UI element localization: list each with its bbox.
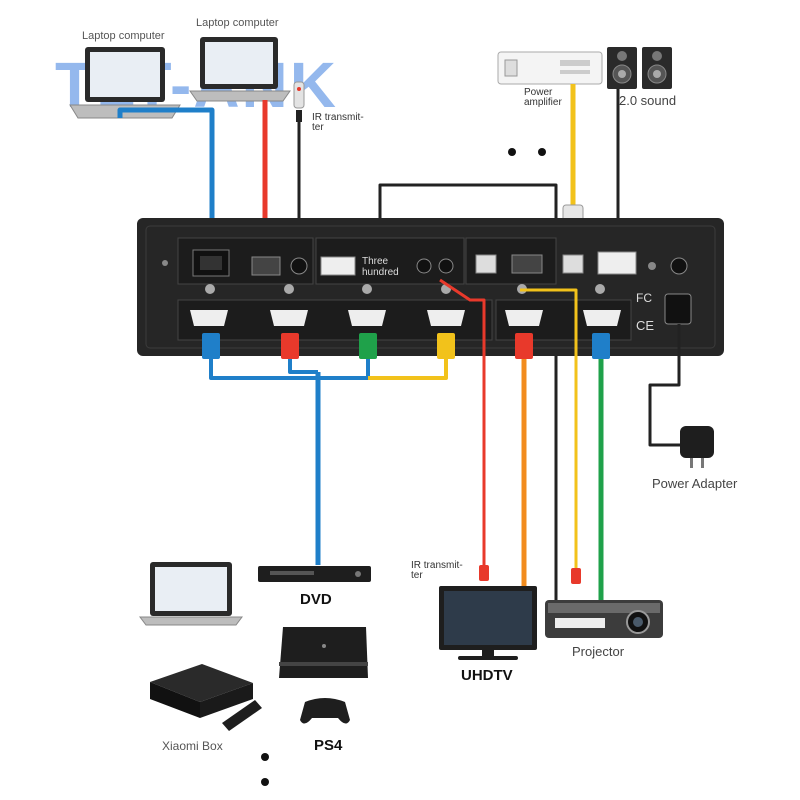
xiaomi-box-label: Xiaomi Box bbox=[162, 739, 223, 753]
ir-transmitter-top-label: IR transmit- ter bbox=[312, 112, 364, 133]
power-plug-icon bbox=[680, 426, 714, 468]
amplifier-icon bbox=[497, 51, 603, 85]
tv-icon bbox=[439, 586, 537, 660]
projector-icon bbox=[545, 600, 663, 638]
sound-label: 2.0 sound bbox=[619, 93, 677, 108]
laptop-left-icon bbox=[69, 47, 181, 119]
projector-label: Projector bbox=[572, 644, 625, 659]
laptop-right-label: Laptop computer bbox=[196, 17, 279, 29]
uhdtv-label: UHDTV bbox=[461, 667, 513, 684]
ps4-label: PS4 bbox=[314, 737, 343, 754]
dvd-player-icon bbox=[258, 566, 371, 582]
laptop-bottom-icon bbox=[139, 562, 243, 626]
game-console-icon bbox=[279, 627, 368, 678]
panel-text-label: Three hundred bbox=[362, 256, 399, 278]
laptop-right-icon bbox=[189, 37, 291, 102]
speaker-left-icon bbox=[607, 47, 637, 89]
remote-icon bbox=[222, 700, 262, 731]
ir-transmitter-top-icon bbox=[293, 81, 305, 122]
hdmi-port-icon bbox=[190, 310, 621, 326]
svg-text:CE: CE bbox=[636, 318, 654, 333]
dvd-label: DVD bbox=[300, 591, 332, 608]
speaker-right-icon bbox=[642, 47, 672, 89]
laptop-left-label: Laptop computer bbox=[82, 30, 165, 42]
media-box-icon bbox=[150, 664, 253, 718]
gamepad-icon bbox=[300, 698, 350, 724]
power-adapter-label: Power Adapter bbox=[652, 476, 738, 491]
ir-transmitter-bottom-label: IR transmit- ter bbox=[411, 560, 463, 581]
power-amplifier-label: Power amplifier bbox=[524, 87, 562, 108]
svg-text:FC: FC bbox=[636, 291, 652, 305]
